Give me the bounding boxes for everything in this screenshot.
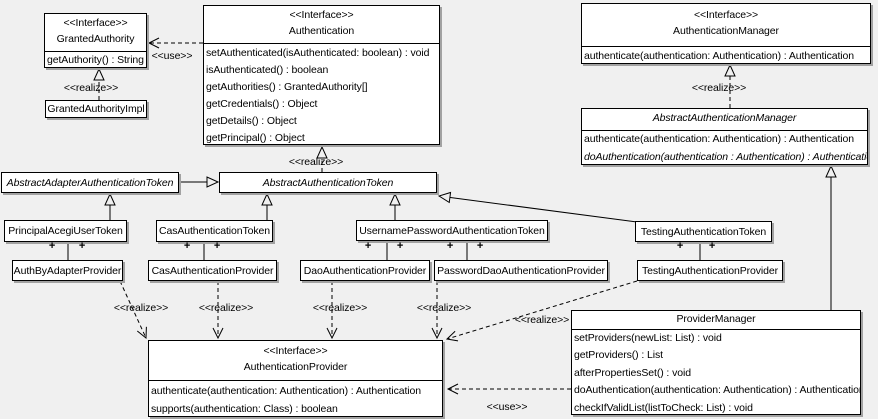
class-header: AbstractAuthenticationManager — [582, 109, 867, 131]
gen-testing-token-to-abstract-token — [437, 191, 638, 223]
class-auth-by-adapter-provider[interactable]: AuthByAdapterProvider — [12, 260, 123, 281]
realize-label: <<realize>> — [288, 156, 344, 168]
association-plus: + — [48, 240, 56, 252]
class-dao-authentication-provider[interactable]: DaoAuthenticationProvider — [300, 260, 430, 281]
method: getAuthority() : String — [47, 54, 144, 66]
class-header: <<Interface>> GrantedAuthority — [45, 14, 146, 52]
class-authentication-provider[interactable]: <<Interface>> AuthenticationProvider aut… — [148, 340, 443, 417]
class-title: PrincipalAcegiUserToken — [8, 225, 123, 237]
class-granted-authority-impl[interactable]: GrantedAuthorityImpl — [45, 100, 147, 118]
method: getPrincipal() : Object — [206, 132, 305, 144]
class-title: AuthenticationProvider — [243, 361, 348, 373]
method: authenticate(authentication: Authenticat… — [151, 385, 422, 397]
class-principal-acegi-user-token[interactable]: PrincipalAcegiUserToken — [4, 220, 127, 242]
class-header: ProviderManager — [572, 311, 860, 330]
class-header: <<Interface>> Authentication — [204, 6, 439, 44]
stereotype: <<Interface>> — [63, 17, 128, 29]
class-title: CasAuthenticationProvider — [151, 264, 274, 277]
class-title: UsernamePasswordAuthenticationToken — [359, 224, 545, 237]
class-title: AbstractAuthenticationToken — [262, 176, 394, 189]
class-title: AuthByAdapterProvider — [13, 264, 122, 277]
method: authenticate(authentication: Authenticat… — [584, 50, 855, 62]
stereotype: <<Interface>> — [289, 9, 354, 21]
class-abstract-authentication-token[interactable]: AbstractAuthenticationToken — [219, 172, 437, 193]
method: setAuthenticated(isAuthenticated: boolea… — [206, 47, 430, 59]
class-provider-manager[interactable]: ProviderManager setProviders(newList: Li… — [571, 310, 861, 415]
method: getAuthorities() : GrantedAuthority[] — [206, 81, 368, 93]
class-username-password-authentication-token[interactable]: UsernamePasswordAuthenticationToken — [356, 220, 548, 241]
class-title: TestingAuthenticationToken — [640, 225, 767, 238]
method: isAuthenticated() : boolean — [206, 64, 329, 76]
method: doAuthentication(authentication : Authen… — [584, 150, 867, 163]
method: supports(authentication: Class) : boolea… — [151, 403, 338, 415]
method: doAuthentication(authentication: Authent… — [574, 384, 860, 397]
class-title: AbstractAuthenticationManager — [652, 112, 797, 124]
class-cas-authentication-token[interactable]: CasAuthenticationToken — [156, 220, 273, 242]
association-lines — [67, 241, 701, 260]
class-abstract-authentication-manager[interactable]: AbstractAuthenticationManager authentica… — [581, 108, 868, 165]
class-title: PasswordDaoAuthenticationProvider — [437, 264, 605, 277]
class-title: Authentication — [288, 25, 355, 37]
realize-label: <<realize>> — [198, 302, 254, 314]
association-plus: + — [213, 240, 221, 252]
association-plus: + — [78, 240, 86, 252]
association-plus: + — [708, 240, 716, 252]
stereotype: <<Interface>> — [263, 345, 328, 357]
class-granted-authority[interactable]: <<Interface>> GrantedAuthority getAuthor… — [44, 13, 147, 68]
class-title: AuthenticationManager — [673, 25, 779, 37]
use-label: <<use>> — [151, 50, 193, 62]
association-plus: + — [676, 240, 684, 252]
method: getDetails() : Object — [206, 115, 297, 127]
realize-label: <<realize>> — [113, 302, 169, 314]
method: authenticate(authentication: Authenticat… — [584, 133, 855, 145]
class-authentication[interactable]: <<Interface>> Authentication setAuthenti… — [203, 5, 440, 145]
method: getProviders() : List — [574, 349, 663, 362]
method: getCredentials() : Object — [206, 98, 318, 110]
class-authentication-manager[interactable]: <<Interface>> AuthenticationManager auth… — [581, 3, 871, 64]
class-testing-authentication-token[interactable]: TestingAuthenticationToken — [635, 221, 772, 242]
class-header: <<Interface>> AuthenticationManager — [582, 4, 870, 47]
class-password-dao-authentication-provider[interactable]: PasswordDaoAuthenticationProvider — [434, 260, 608, 281]
method: setProviders(newList: List) : void — [574, 332, 722, 344]
class-testing-authentication-provider[interactable]: TestingAuthenticationProvider — [637, 260, 783, 281]
association-plus: + — [183, 240, 191, 252]
association-plus: + — [476, 240, 484, 252]
use-label: <<use>> — [486, 401, 528, 413]
stereotype: <<Interface>> — [693, 9, 759, 21]
realize-label: <<realize>> — [416, 302, 472, 314]
method: afterPropertiesSet() : void — [574, 366, 691, 379]
class-abstract-adapter-authentication-token[interactable]: AbstractAdapterAuthenticationToken — [1, 172, 179, 193]
class-title: TestingAuthenticationProvider — [641, 264, 778, 277]
class-cas-authentication-provider[interactable]: CasAuthenticationProvider — [148, 260, 277, 281]
method: checkIfValidList(listToCheck: List) : vo… — [574, 401, 753, 414]
class-header: <<Interface>> AuthenticationProvider — [149, 341, 442, 381]
class-title: CasAuthenticationToken — [158, 225, 271, 237]
association-plus: + — [446, 240, 454, 252]
association-plus: + — [364, 240, 372, 252]
realize-label: <<realize>> — [63, 82, 119, 94]
realize-label: <<realize>> — [691, 82, 747, 94]
class-title: ProviderManager — [676, 313, 756, 325]
class-title: AbstractAdapterAuthenticationToken — [6, 176, 174, 189]
class-title: GrantedAuthorityImpl — [47, 103, 145, 115]
class-title: GrantedAuthority — [56, 33, 135, 45]
realize-label: <<realize>> — [312, 302, 368, 314]
realize-label: <<realize>> — [514, 314, 570, 326]
association-plus: + — [396, 240, 404, 252]
class-title: DaoAuthenticationProvider — [303, 264, 427, 277]
